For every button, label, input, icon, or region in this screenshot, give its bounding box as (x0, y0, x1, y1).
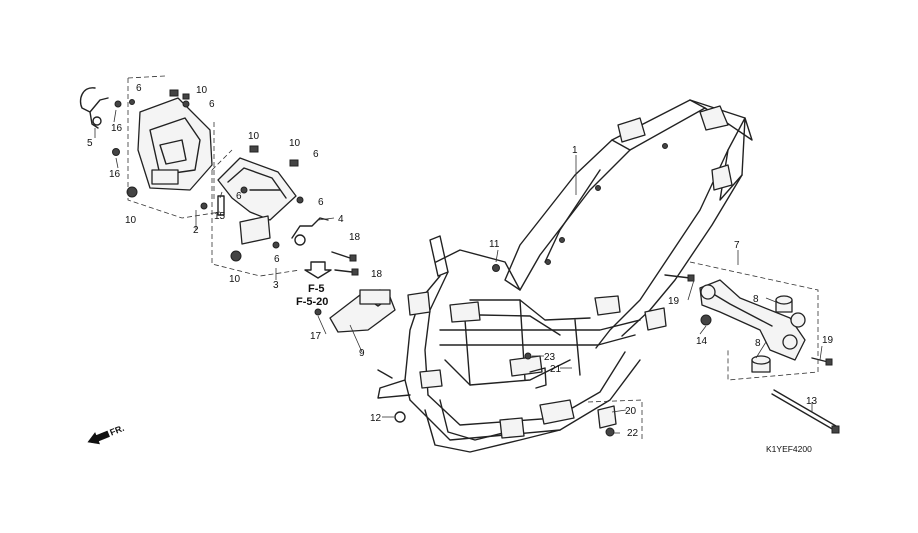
reference-arrow (304, 261, 332, 279)
callout-17: 17 (310, 331, 322, 342)
callout-10c: 10 (248, 131, 260, 142)
callout-3: 3 (273, 280, 279, 291)
callout-10b: 10 (125, 215, 137, 226)
callout-12: 12 (370, 413, 382, 424)
bracket-9 (314, 289, 396, 379)
callout-9: 9 (359, 348, 365, 359)
front-label: FR. (108, 423, 125, 438)
callout-8b: 8 (755, 338, 761, 349)
bolt-18 (331, 251, 359, 276)
engine-hanger (664, 261, 840, 434)
front-arrow-icon (87, 430, 110, 445)
diagram-code: K1YEF4200 (766, 444, 812, 454)
callout-15: 15 (214, 211, 226, 222)
callout-18b: 18 (371, 269, 383, 280)
callout-19a: 19 (668, 296, 680, 307)
reference-f5-20: F-5-20 (296, 296, 328, 308)
callout-6c: 6 (236, 191, 242, 202)
callout-6a: 6 (136, 83, 142, 94)
callout-23: 23 (544, 352, 556, 363)
callout-1: 1 (572, 145, 578, 156)
callout-19b: 19 (822, 335, 834, 346)
callout-20: 20 (625, 406, 637, 417)
callout-6e: 6 (318, 197, 324, 208)
callout-16b: 16 (109, 169, 121, 180)
callout-6d: 6 (313, 149, 319, 160)
callout-18a: 18 (349, 232, 361, 243)
leader-lines (94, 109, 823, 434)
reference-f5: F-5 (308, 283, 325, 295)
callout-numbers: 1 2 3 4 5 6 6 6 6 6 6 7 8 8 9 10 10 10 1… (87, 83, 834, 439)
callout-6b: 6 (209, 99, 215, 110)
callout-6f: 6 (274, 254, 280, 265)
inner-bracket-lower (211, 145, 329, 277)
callout-10d: 10 (289, 138, 301, 149)
callout-11: 11 (489, 239, 500, 250)
callout-14: 14 (696, 336, 708, 347)
callout-16a: 16 (111, 123, 123, 134)
callout-10e: 10 (229, 274, 241, 285)
callout-10a: 10 (196, 85, 208, 96)
callout-13: 13 (806, 396, 818, 407)
callout-7: 7 (734, 240, 740, 251)
main-frame (377, 99, 753, 453)
callout-2: 2 (193, 225, 199, 236)
callout-4: 4 (338, 214, 344, 225)
callout-8a: 8 (753, 294, 759, 305)
callout-21: 21 (550, 364, 562, 375)
misc-small-parts (394, 264, 643, 442)
callout-5: 5 (87, 138, 93, 149)
inner-bracket-upper (79, 75, 221, 219)
callout-22: 22 (627, 428, 639, 439)
front-direction-indicator: FR. (87, 423, 126, 445)
